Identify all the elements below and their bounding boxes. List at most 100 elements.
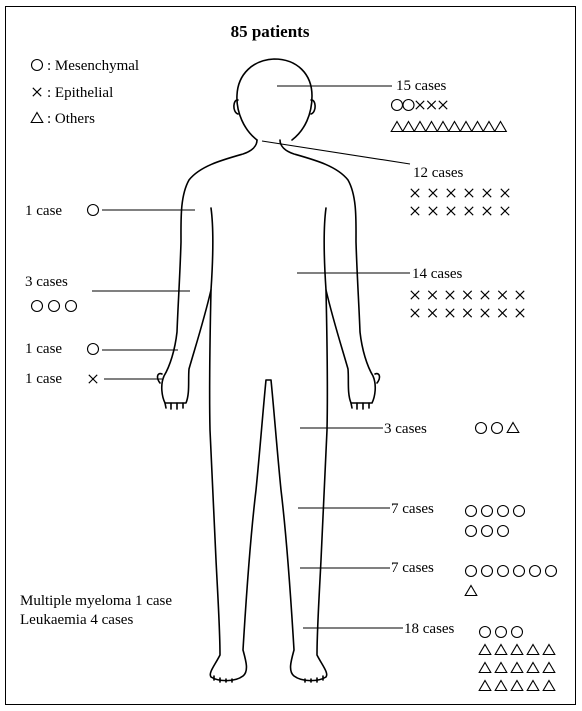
circle-icon: [530, 566, 541, 577]
triangle-icon: [426, 122, 438, 132]
cross-icon: [89, 375, 97, 383]
callout-count-label: 7 cases: [391, 560, 434, 576]
callout-symbols: [89, 375, 97, 383]
circle-icon: [492, 423, 503, 434]
cross-icon: [416, 101, 424, 109]
callout-symbols: [466, 506, 525, 537]
triangle-icon: [511, 663, 523, 673]
callout-thigh: 3 cases: [384, 421, 519, 437]
cross-icon: [498, 309, 506, 317]
callout-upper-arm: 1 case: [25, 203, 99, 219]
cross-icon: [411, 189, 419, 197]
triangle-icon: [495, 681, 507, 691]
cross-icon: [439, 101, 447, 109]
callout-count-label: 3 cases: [384, 421, 427, 437]
triangle-icon: [479, 645, 491, 655]
callout-count-label: 1 case: [25, 341, 62, 357]
circle-icon: [32, 60, 43, 71]
figure-title: 85 patients: [231, 22, 310, 41]
circle-icon: [514, 506, 525, 517]
callout-count-label: 14 cases: [412, 266, 463, 282]
triangle-icon: [507, 423, 519, 433]
legend: : Mesenchymal : Epithelial : Others: [31, 58, 139, 127]
callout-hand: 1 case: [25, 371, 97, 387]
triangle-icon: [465, 586, 477, 596]
callout-breast: 12 cases: [411, 165, 509, 215]
cross-icon: [429, 189, 437, 197]
callout-foot: 18 cases: [404, 621, 555, 691]
callout-forearm: 3 cases: [25, 274, 77, 312]
callout-symbols: [476, 423, 519, 434]
circle-icon: [546, 566, 557, 577]
callout-wrist: 1 case: [25, 341, 99, 357]
note-multiple-myeloma: Multiple myeloma 1 case: [20, 593, 172, 609]
cross-icon: [429, 207, 437, 215]
leader-breast: [262, 141, 410, 164]
callout-symbols: [32, 301, 77, 312]
callout-symbols: [411, 291, 524, 317]
cross-icon: [427, 101, 435, 109]
cross-icon: [463, 309, 471, 317]
triangle-icon: [437, 122, 449, 132]
cross-icon: [411, 309, 419, 317]
cross-icon: [428, 291, 436, 299]
triangle-icon: [511, 681, 523, 691]
triangle-icon: [479, 663, 491, 673]
cross-icon: [411, 207, 419, 215]
circle-icon: [466, 506, 477, 517]
circle-icon: [403, 100, 414, 111]
callout-count-label: 18 cases: [404, 621, 455, 637]
cross-icon: [501, 189, 509, 197]
circle-icon: [88, 205, 99, 216]
circle-icon: [482, 506, 493, 517]
circle-icon: [476, 423, 487, 434]
triangle-icon: [449, 122, 461, 132]
triangle-icon: [527, 645, 539, 655]
circle-icon: [498, 506, 509, 517]
legend-item-mesenchymal: : Mesenchymal: [32, 58, 140, 74]
callout-symbols: [411, 189, 509, 215]
triangle-icon: [391, 122, 403, 132]
cross-icon: [411, 291, 419, 299]
callout-symbols: [88, 344, 99, 355]
cross-icon: [465, 189, 473, 197]
triangle-icon: [479, 681, 491, 691]
callout-symbols: [479, 627, 555, 691]
callout-count-label: 15 cases: [396, 78, 447, 94]
callout-trunk: 14 cases: [411, 266, 524, 317]
cross-icon: [463, 291, 471, 299]
circle-icon: [392, 100, 403, 111]
cross-icon: [483, 207, 491, 215]
circle-icon: [88, 344, 99, 355]
triangle-icon: [495, 645, 507, 655]
legend-label-mesenchymal: : Mesenchymal: [47, 58, 139, 74]
legend-label-others: : Others: [47, 111, 95, 127]
triangle-icon: [495, 663, 507, 673]
notes: Multiple myeloma 1 case Leukaemia 4 case…: [20, 593, 172, 628]
circle-icon: [482, 526, 493, 537]
cross-icon: [446, 309, 454, 317]
cross-icon: [483, 189, 491, 197]
triangle-icon: [31, 113, 43, 123]
callout-lower-leg: 7 cases: [391, 560, 557, 596]
cross-icon: [33, 88, 41, 96]
circle-icon: [32, 60, 43, 71]
triangle-icon: [460, 122, 472, 132]
callout-head-neck: 15 cases: [391, 78, 506, 132]
triangle-icon: [472, 122, 484, 132]
callout-count-label: 7 cases: [391, 501, 434, 517]
triangle-icon: [414, 122, 426, 132]
triangle-icon: [483, 122, 495, 132]
triangle-icon: [31, 113, 43, 123]
legend-label-epithelial: : Epithelial: [47, 85, 113, 101]
callout-count-label: 3 cases: [25, 274, 68, 290]
circle-icon: [482, 566, 493, 577]
legend-item-others: : Others: [31, 111, 95, 127]
cross-icon: [501, 207, 509, 215]
cross-icon: [481, 309, 489, 317]
circle-icon: [514, 566, 525, 577]
cross-icon: [481, 291, 489, 299]
callout-symbols: [465, 566, 556, 596]
note-leukaemia: Leukaemia 4 cases: [20, 612, 133, 628]
